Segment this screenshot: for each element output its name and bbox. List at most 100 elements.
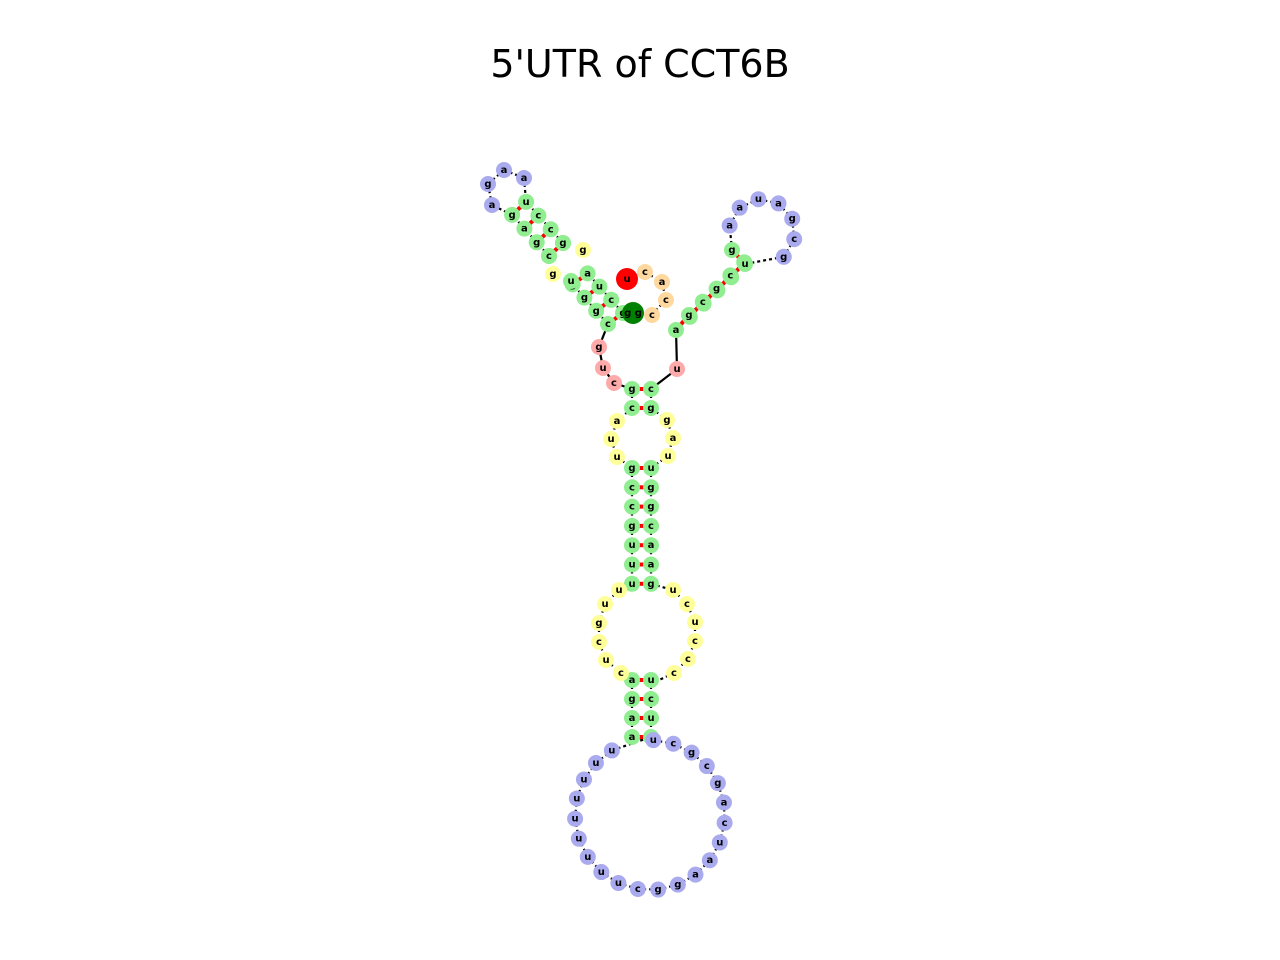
left-arm-upper-nt-b-2: c	[530, 207, 547, 224]
terminal-loop-nt-14-circle	[593, 864, 610, 881]
internal-loop-2-right-nt-0-circle	[665, 582, 681, 598]
main-stem-low-nt-left-3-circle	[624, 729, 640, 745]
main-stem-mid-nt-right-0-label: u	[647, 463, 654, 474]
left-hairpin-loop-nt-2-circle	[496, 162, 512, 178]
multiloop-right-nt-0-label: u	[673, 364, 680, 375]
main-stem-mid-nt-left-0-circle	[624, 460, 640, 476]
main-stem-mid-nt-right-2-label: g	[647, 502, 654, 513]
left-arm-lower-nt-b-2-label: u	[596, 282, 603, 293]
main-stem-mid-nt-right-1: g	[643, 479, 659, 496]
main-stem-low-nt-right-0-circle	[643, 672, 659, 688]
main-stem-top-nt-right-0: c	[643, 381, 659, 397]
main-stem-mid-nt-left-0: g	[624, 460, 640, 476]
terminal-loop-nt-7-circle	[711, 834, 728, 851]
main-stem-mid-nt-right-1-circle	[643, 479, 659, 496]
internal-loop-2-left-nt-3-label: c	[596, 637, 602, 648]
multiloop-left-nt-0-label: g	[595, 342, 602, 353]
main-stem-mid-nt-left-4-label: u	[628, 540, 635, 551]
main-stem-mid-nt-left-1-circle	[624, 479, 640, 496]
diagram-title: 5'UTR of CCT6B	[490, 42, 790, 86]
left-arm-interior-nt-1-label: g	[579, 245, 586, 256]
five-prime-end-label: g g	[624, 308, 642, 319]
right-arm-nt-u-top-circle	[737, 256, 753, 272]
terminal-loop-nt-17: u	[567, 810, 584, 827]
multiloop-left-nt-0: g	[591, 339, 607, 355]
left-hairpin-loop-nt-1-label: g	[484, 179, 491, 190]
terminal-loop-nt-20-label: u	[592, 758, 599, 769]
terminal-loop-nt-2-circle	[683, 744, 700, 761]
main-stem-mid-nt-right-6-label: g	[647, 579, 654, 590]
main-stem-top-nt-right-1-circle	[643, 400, 659, 416]
left-arm-upper-nt-b-3-circle	[518, 193, 535, 210]
main-stem-mid-nt-left-3: g	[624, 517, 640, 534]
right-arm-lower-nt-b-2: g	[708, 280, 725, 297]
main-stem-top-nt-left-0: g	[624, 381, 640, 397]
terminal-loop-nt-17-label: u	[572, 814, 579, 825]
main-stem-mid-nt-left-4: u	[624, 537, 640, 554]
terminal-loop-nt-18-label: u	[573, 793, 580, 804]
terminal-loop-nt-21-label: u	[608, 745, 615, 756]
terminal-loop-nt-5: a	[715, 794, 732, 811]
right-hairpin-loop-nt-3: a	[770, 195, 787, 212]
right-arm-lower-nt-b-1-circle	[694, 293, 711, 310]
left-arm-lower-nt-b-3-circle	[579, 265, 596, 282]
main-stem-low-nt-right-1-circle	[643, 691, 659, 707]
internal-loop-2-right-nt-3-label: c	[692, 636, 698, 647]
terminal-loop-nt-1-label: c	[670, 739, 676, 750]
main-stem-low-nt-right-1-label: c	[648, 694, 654, 705]
left-arm-bulge-nt-0-label: u	[567, 276, 574, 287]
right-arm-lower-nt-b-3: c	[722, 267, 739, 284]
main-stem-low-nt-right-0: u	[643, 672, 659, 688]
internal-loop-2-right-nt-5-label: c	[671, 668, 677, 679]
right-hairpin-loop-nt-0: a	[721, 217, 738, 234]
multiloop-left-nt-1: u	[595, 360, 611, 376]
left-arm-upper-nt-b-0: g	[555, 235, 571, 251]
terminal-loop-nt-16-label: u	[575, 834, 582, 845]
main-stem-mid-nt-left-6-label: u	[628, 579, 635, 590]
left-arm-upper-nt-b-1-label: c	[548, 224, 554, 235]
internal-loop-2-right-nt-4-label: c	[685, 654, 691, 665]
left-arm-upper-nt-b-1-circle	[542, 221, 559, 238]
left-hairpin-loop-nt-1: g	[480, 176, 496, 192]
internal-loop-1-left-nt-1-circle	[603, 431, 619, 447]
terminal-loop-nt-10: g	[669, 876, 686, 893]
terminal-loop-nt-7: u	[711, 834, 728, 851]
internal-loop-2-left-nt-5: c	[613, 665, 629, 681]
main-stem-mid-nt-left-6-circle	[624, 575, 640, 592]
terminal-loop-nt-15: u	[579, 848, 596, 865]
exterior-loop-nt-3-label: c	[649, 310, 655, 321]
left-arm-upper-nt-a-1: g	[528, 234, 545, 251]
internal-loop-2-right-nt-0-label: u	[669, 585, 676, 596]
internal-loop-2-left-nt-0-circle	[611, 582, 627, 598]
terminal-loop-nt-9: a	[687, 866, 704, 883]
internal-loop-1-right-nt-2-label: u	[664, 451, 671, 462]
exterior-loop-nt-2-label: c	[663, 295, 669, 306]
left-arm-interior-nt-0-label: g	[549, 269, 556, 280]
main-stem-mid-nt-left-3-circle	[624, 517, 640, 534]
main-stem-mid-nt-left-4-circle	[624, 537, 640, 554]
main-stem-mid-nt-left-5-label: u	[628, 560, 635, 571]
left-hairpin-loop-nt-0-label: a	[489, 200, 496, 211]
internal-loop-2-right-nt-1-label: c	[684, 599, 690, 610]
terminal-loop-nt-8-circle	[701, 852, 718, 869]
main-stem-mid-nt-left-5-circle	[624, 556, 640, 573]
left-arm-upper-nt-b-3: u	[518, 193, 535, 210]
terminal-loop-nt-0-label: u	[650, 735, 657, 746]
terminal-loop-nt-2-label: g	[688, 748, 695, 759]
left-arm-upper-nt-a-3: g	[504, 206, 521, 223]
main-stem-top-nt-right-0-label: c	[648, 384, 654, 395]
main-stem-mid-nt-right-6-circle	[643, 575, 659, 592]
main-stem-mid-nt-right-3: c	[643, 517, 659, 534]
terminal-loop-nt-13: u	[610, 875, 627, 892]
three-prime-end-label: u	[623, 274, 630, 285]
internal-loop-2-left-nt-4-label: u	[602, 655, 609, 666]
left-arm-upper-nt-a-1-circle	[528, 234, 545, 251]
right-arm-lower-nt-b-1-label: c	[700, 297, 706, 308]
internal-loop-2-right-nt-4: c	[680, 651, 696, 667]
right-hairpin-loop-nt-4-circle	[784, 210, 801, 227]
terminal-loop-nt-6: c	[716, 814, 733, 831]
terminal-loop-nt-12-circle	[629, 881, 646, 898]
internal-loop-1-right-nt-1: a	[665, 430, 681, 446]
left-arm-lower-nt-a-0-circle	[600, 316, 616, 332]
